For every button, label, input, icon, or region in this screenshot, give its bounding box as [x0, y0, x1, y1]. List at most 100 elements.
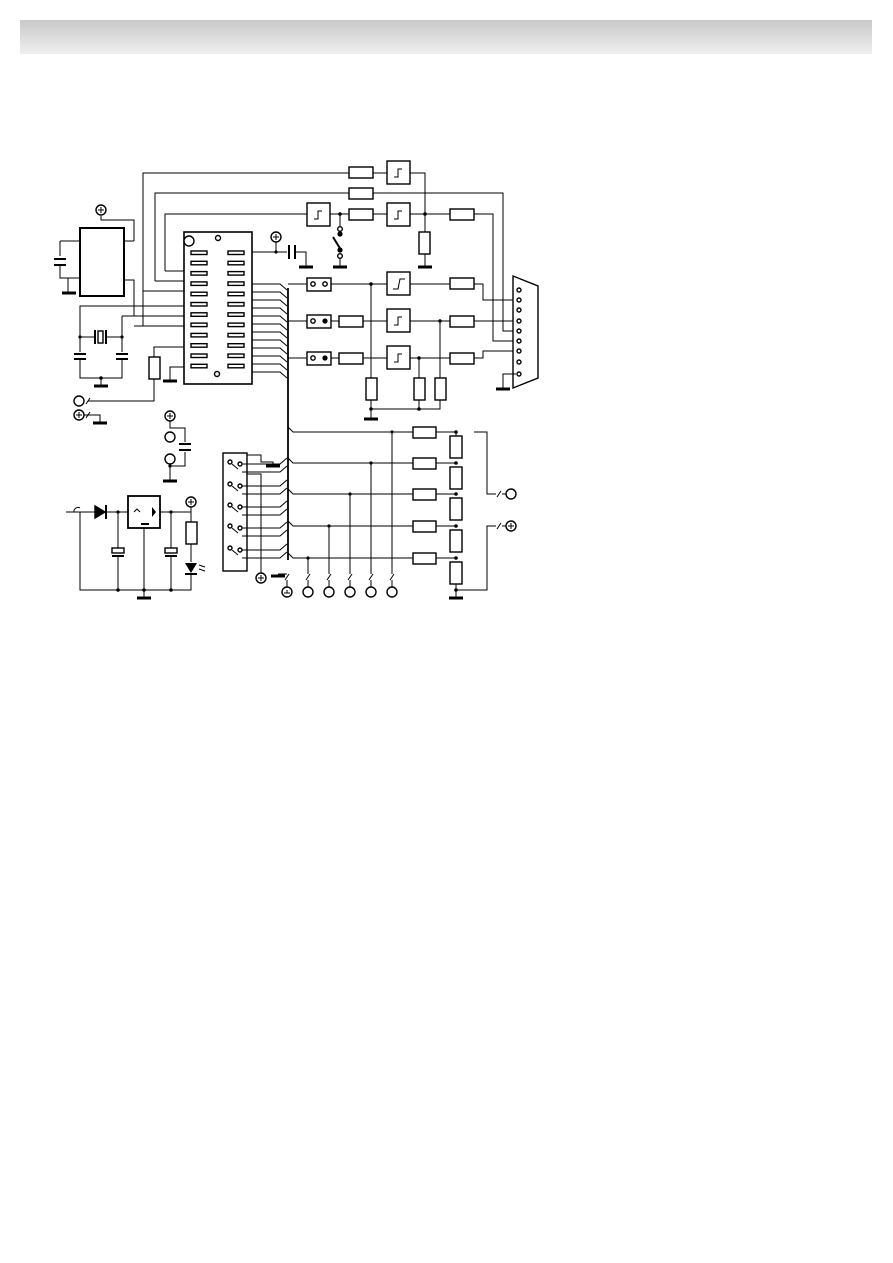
- ladder-vertical-resistor: [449, 529, 463, 553]
- ic-pin-mark: [227, 270, 245, 276]
- input-stage-2: [288, 308, 513, 333]
- junction-dot: [454, 556, 458, 560]
- dip-contact: [227, 545, 233, 551]
- bus-entry-wire: [252, 283, 288, 291]
- crystal-circuit: [74, 305, 184, 388]
- dip-contact: [227, 481, 233, 487]
- ic-pin-mark: [227, 312, 245, 317]
- ladder-wire: [287, 488, 413, 495]
- ic-pin-mark: [227, 250, 245, 256]
- ic-pin-mark: [190, 281, 208, 287]
- ic-pin-marks: [190, 250, 245, 369]
- output-ladder: [287, 426, 463, 600]
- dip-wire: [242, 508, 288, 516]
- ic-pin-mark: [227, 363, 245, 369]
- junction-dot: [454, 524, 458, 528]
- ic-pin-mark: [227, 332, 245, 338]
- ladder-resistor: [412, 457, 437, 470]
- bottom-terminals: [255, 572, 398, 598]
- ic-pin-mark: [227, 353, 245, 359]
- dip-switch: [222, 452, 288, 573]
- ladder-wire: [287, 457, 413, 464]
- ladder-vertical-resistor: [449, 561, 463, 585]
- junction-dot: [454, 461, 458, 465]
- ground-terminal: [73, 409, 107, 425]
- bottom-terminal: [386, 586, 398, 598]
- terminal-lug: [389, 573, 395, 581]
- bus-entry-wire: [252, 339, 288, 347]
- resistor: [348, 187, 374, 200]
- dip-contact: [227, 502, 233, 508]
- dip-wire: [242, 487, 288, 495]
- plus-glyph: [258, 575, 264, 581]
- pulldown-resistor-top: [418, 212, 432, 269]
- ic-pin-mark: [190, 260, 208, 266]
- terminal-lug: [305, 573, 311, 581]
- ic-pin-mark: [190, 322, 208, 328]
- dip-lever: [231, 527, 239, 534]
- ic-pin-mark: [190, 291, 208, 297]
- power-supply: [66, 495, 206, 600]
- dip-lever: [231, 485, 239, 492]
- terminal-lug: [278, 573, 290, 587]
- ladder-vertical-resistor: [449, 466, 463, 490]
- dip-contact: [237, 525, 243, 531]
- ic-pin-mark: [190, 353, 208, 359]
- ic-pin-mark: [190, 343, 208, 348]
- bottom-terminal: [344, 586, 356, 598]
- top-feedback-wires: [142, 172, 513, 342]
- dip-contact: [237, 547, 243, 553]
- db9-connector: [496, 274, 539, 391]
- input-stage-1: [288, 271, 513, 301]
- ladder-vertical-resistor: [449, 497, 463, 521]
- bus-entry-wire: [252, 323, 288, 331]
- oscillator-module: [54, 216, 135, 316]
- ladder-wire: [287, 552, 413, 559]
- dip-lever: [231, 549, 239, 556]
- switch-contact: [332, 212, 347, 269]
- terminal-capacitor: [163, 410, 191, 483]
- bottom-terminal: [365, 586, 377, 598]
- resistor: [348, 166, 374, 179]
- ladder-wire: [287, 426, 413, 433]
- ic-to-bus-wires: [252, 283, 288, 379]
- inverter-top-1: [386, 160, 411, 185]
- ic-pin-mark: [190, 270, 208, 276]
- terminal-lug: [347, 573, 353, 581]
- ladder-vertical-resistor: [449, 435, 463, 459]
- bus-entry-wire: [252, 291, 288, 299]
- dip-wire: [242, 457, 288, 465]
- ic-pin-mark: [227, 281, 245, 287]
- dip-common-wire: [247, 473, 262, 573]
- bus-entry-wire: [252, 299, 288, 307]
- bottom-terminal: [323, 586, 335, 598]
- bus-entry-wire: [252, 315, 288, 323]
- resistor: [348, 208, 374, 221]
- bus-entry-wire: [252, 355, 288, 363]
- ladder-resistor: [412, 552, 437, 565]
- inverter-top-2: [386, 202, 411, 227]
- ground-glyph: [284, 590, 290, 594]
- bus-entry-wire: [252, 307, 288, 315]
- bus-entry-wire: [252, 331, 288, 339]
- ladder-resistor: [412, 488, 437, 501]
- input-stage-3: [288, 345, 513, 370]
- terminal-lug: [326, 573, 332, 581]
- bottom-terminal: [302, 586, 314, 598]
- dip-wire: [242, 500, 288, 508]
- ic-pin-mark: [227, 301, 245, 307]
- dip-wire: [242, 543, 288, 551]
- ic-pin-mark: [227, 291, 245, 297]
- resistor: [449, 208, 475, 221]
- microcontroller-ic: [183, 231, 253, 385]
- ic-pin-mark: [190, 363, 208, 369]
- dip-lever: [231, 463, 239, 470]
- ic-pin-mark: [227, 260, 245, 266]
- ladder-wire: [287, 520, 413, 527]
- output-terminal-ground: [456, 520, 517, 591]
- dip-contact: [227, 459, 233, 465]
- ic-pin-mark: [190, 301, 208, 307]
- ic-pin-mark: [190, 312, 208, 317]
- decoupling-capacitor: [252, 231, 313, 269]
- dip-wire: [242, 529, 288, 537]
